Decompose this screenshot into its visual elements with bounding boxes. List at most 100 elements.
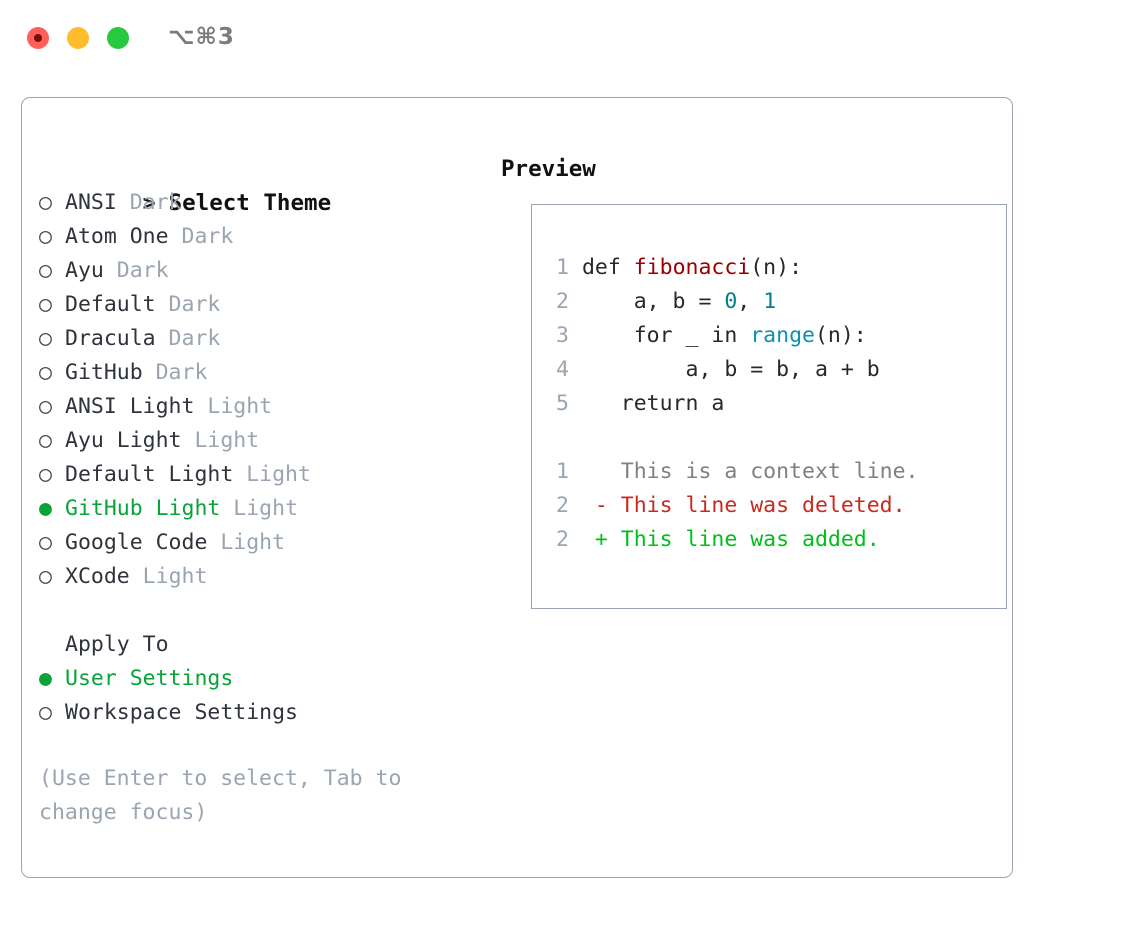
- preview-column: Preview 1 def fibonacci(n):2 a, b = 0, 1…: [501, 152, 1007, 609]
- theme-list-item[interactable]: ○ANSI Light Light: [39, 390, 479, 424]
- line-number: 2: [556, 289, 569, 314]
- diff-text: This line was deleted.: [620, 493, 906, 518]
- theme-list-item[interactable]: ○ XCode Light: [39, 560, 479, 594]
- code-token: range: [750, 323, 815, 348]
- radio-selected-icon[interactable]: ●: [39, 666, 52, 691]
- title-bar: ⌥⌘3: [0, 0, 1140, 78]
- theme-variant-badge: Dark: [116, 190, 182, 215]
- radio-unselected-icon[interactable]: ○: [39, 258, 52, 283]
- radio-selected-icon[interactable]: ●: [39, 496, 52, 521]
- code-line: 2 a, b = 0, 1: [547, 285, 919, 319]
- prompt-caret-icon: >: [142, 191, 156, 216]
- theme-name-label: ANSI: [65, 190, 117, 215]
- theme-selection-column: >Select Theme ○ANSI Dark○Atom One Dark○A…: [39, 152, 479, 830]
- theme-list: ○ ANSI Dark ○ Atom One Dark ○ Ayu Dark ○ Defaul…: [39, 186, 479, 594]
- radio-unselected-icon[interactable]: ○: [39, 224, 52, 249]
- minimize-window-button[interactable]: [67, 27, 89, 49]
- theme-list-item[interactable]: ○Ayu Dark: [39, 254, 479, 288]
- radio-unselected-icon[interactable]: ○: [39, 564, 52, 589]
- diff-text: This line was added.: [620, 527, 880, 552]
- code-token: a, b = b, a + b: [581, 357, 880, 382]
- line-number: 5: [556, 391, 569, 416]
- main-panel: >Select Theme ○ANSI Dark○Atom One Dark○A…: [21, 97, 1013, 878]
- theme-list-item[interactable]: ○ Default Dark: [39, 288, 479, 322]
- apply-to-header: Apply To: [65, 632, 169, 657]
- theme-name-label: Dracula: [65, 326, 156, 351]
- radio-unselected-icon[interactable]: ○: [39, 190, 52, 215]
- diff-line: 2 - This line was deleted.: [547, 489, 919, 523]
- theme-name-label: XCode: [65, 564, 130, 589]
- theme-name-label: Default Light: [65, 462, 234, 487]
- code-token: return a: [581, 391, 725, 416]
- theme-list-item[interactable]: ○ ANSI Dark: [39, 186, 479, 220]
- code-line: 4 a, b = b, a + b: [547, 353, 919, 387]
- apply-to-list: ● User Settings ○ Workspace Settings: [39, 662, 479, 730]
- line-number: 1: [556, 255, 569, 280]
- diff-sign: [595, 459, 621, 484]
- keyboard-hint-text: (Use Enter to select, Tab to change focu…: [39, 766, 415, 825]
- line-number: 2: [556, 527, 569, 552]
- line-number: 3: [556, 323, 569, 348]
- radio-unselected-icon[interactable]: ○: [39, 360, 52, 385]
- diff-sign: +: [594, 527, 621, 552]
- line-number: 4: [556, 357, 569, 382]
- code-token: ,: [737, 289, 764, 314]
- radio-unselected-icon[interactable]: ○: [39, 326, 52, 351]
- theme-variant-badge: Light: [129, 564, 208, 589]
- theme-variant-badge: Dark: [168, 224, 234, 249]
- theme-list-item[interactable]: ○ Dracula Dark: [39, 322, 479, 356]
- apply-to-item[interactable]: ○ Workspace Settings: [39, 696, 479, 730]
- code-token: a, b =: [581, 289, 725, 314]
- theme-name-label: Google Code: [65, 530, 208, 555]
- theme-name-label: GitHub Light: [65, 496, 221, 521]
- radio-unselected-icon[interactable]: ○: [39, 292, 52, 317]
- code-diff-separator: [547, 421, 919, 455]
- code-token: (n):: [750, 255, 803, 280]
- theme-list-item[interactable]: ○ Ayu Light Light: [39, 424, 479, 458]
- window-title: ⌥⌘3: [168, 24, 235, 50]
- theme-variant-badge: Light: [220, 496, 299, 521]
- code-line: 3 for _ in range(n):: [547, 319, 919, 353]
- theme-name-label: Ayu Light: [65, 428, 182, 453]
- diff-line: 1 This is a context line.: [547, 455, 919, 489]
- theme-name-label: Default: [65, 292, 156, 317]
- maximize-window-button[interactable]: [107, 27, 129, 49]
- preview-title: Preview: [501, 156, 596, 182]
- apply-to-item[interactable]: ● User Settings: [39, 662, 479, 696]
- code-token: for _ in: [581, 323, 751, 348]
- theme-variant-badge: Light: [207, 530, 286, 555]
- theme-variant-badge: Dark: [142, 360, 208, 385]
- theme-variant-badge: Light: [181, 428, 260, 453]
- theme-list-item[interactable]: ● GitHub Light Light: [39, 492, 479, 526]
- theme-variant-badge: Dark: [155, 292, 221, 317]
- theme-list-item[interactable]: ○ Default Light Light: [39, 458, 479, 492]
- code-token: def: [581, 255, 634, 280]
- theme-name-label: Atom One: [65, 224, 169, 249]
- theme-list-item[interactable]: ○ Google Code Light: [39, 526, 479, 560]
- code-line: 1 def fibonacci(n):: [547, 251, 919, 285]
- theme-variant-badge: Dark: [155, 326, 221, 351]
- theme-variant-badge: Light: [233, 462, 311, 487]
- apply-to-label: Workspace Settings: [65, 700, 298, 725]
- code-token: 1: [763, 289, 777, 314]
- radio-unselected-icon[interactable]: ○: [39, 394, 52, 419]
- theme-list-item[interactable]: ○ GitHub Dark: [39, 356, 479, 390]
- theme-variant-badge: Light: [194, 394, 273, 419]
- diff-text: This is a context line.: [620, 459, 919, 484]
- theme-name-label: Ayu: [65, 258, 104, 283]
- diff-line: 2 + This line was added.: [547, 523, 919, 557]
- theme-list-item[interactable]: ○ Atom One Dark: [39, 220, 479, 254]
- radio-unselected-icon[interactable]: ○: [39, 428, 52, 453]
- code-token: (n):: [814, 323, 867, 348]
- apply-to-label: User Settings: [65, 666, 234, 691]
- line-number: 1: [556, 459, 569, 484]
- line-number: 2: [556, 493, 569, 518]
- theme-name-label: GitHub: [65, 360, 143, 385]
- radio-unselected-icon[interactable]: ○: [39, 700, 52, 725]
- select-theme-label: Select Theme: [168, 190, 332, 216]
- radio-unselected-icon[interactable]: ○: [39, 462, 52, 487]
- radio-unselected-icon[interactable]: ○: [39, 530, 52, 555]
- code-line: 5 return a: [547, 387, 919, 421]
